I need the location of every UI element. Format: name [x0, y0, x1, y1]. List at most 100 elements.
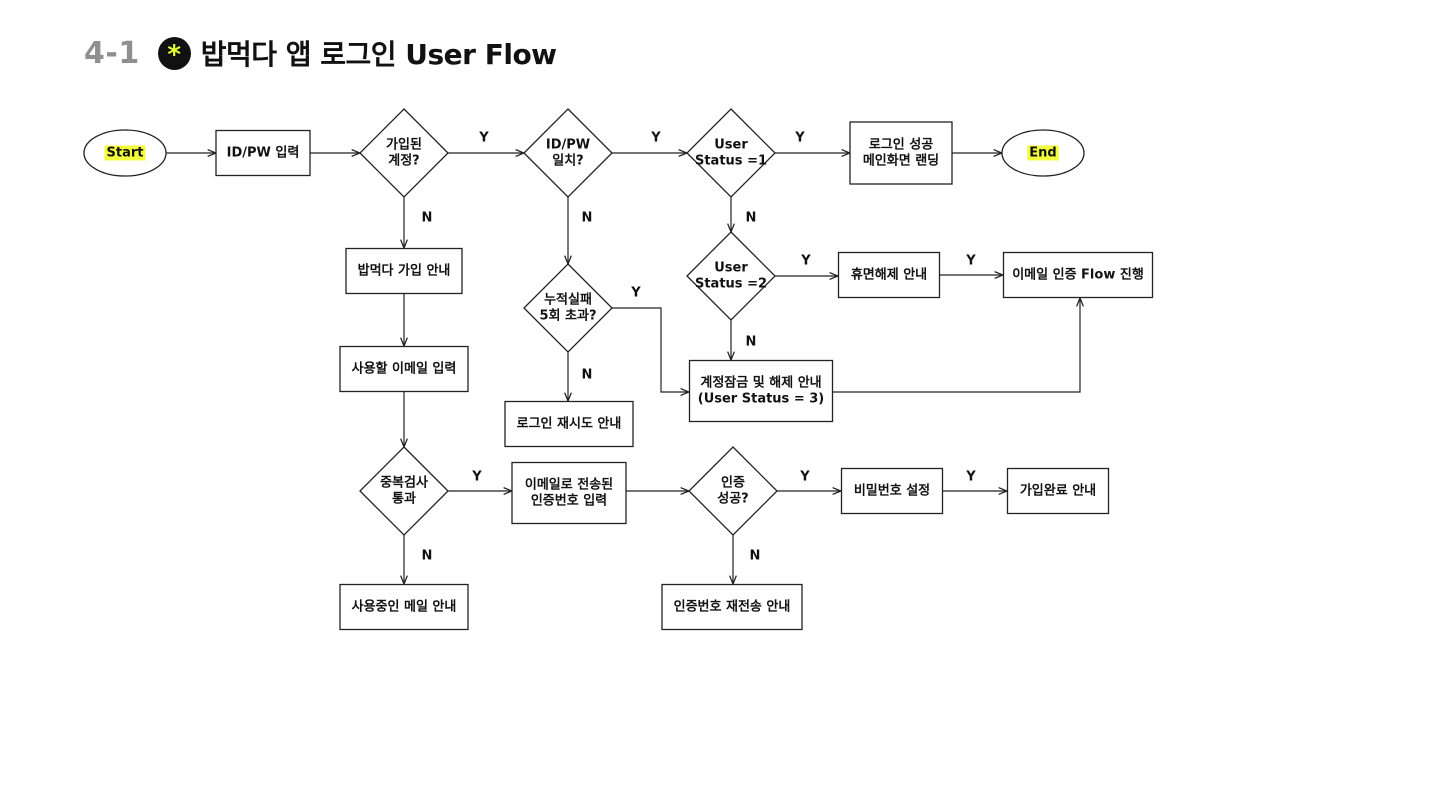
node-label-status2-q-0: User	[714, 261, 748, 276]
edge-lock-guide-to-email-verify-flow	[833, 298, 1080, 393]
node-label-registered-q-1: 계정?	[388, 153, 419, 169]
status1-q-decision	[686, 108, 776, 198]
node-label-fail5-q-0: 누적실패	[544, 292, 592, 308]
node-password-set: 비밀번호 설정	[840, 467, 944, 515]
node-lock-guide: 계정잠금 및 해제 안내(User Status = 3)	[688, 359, 834, 423]
node-label-verify-q-1: 성공?	[717, 492, 748, 507]
node-label-login-success-0: 로그인 성공	[869, 137, 933, 153]
edge-label-idpw-match-q-to-status1-q: Y	[650, 131, 661, 146]
edge-label-status1-q-to-status2-q: N	[746, 211, 757, 226]
password-set-box	[840, 467, 944, 515]
dup-check-q-decision	[359, 446, 449, 536]
edge-label-fail5-q-to-lock-guide: Y	[630, 286, 641, 301]
node-start: Start	[83, 129, 167, 177]
node-email-input: 사용할 이메일 입력	[339, 345, 469, 393]
email-verify-flow-box	[1002, 251, 1154, 299]
signup-done-box	[1006, 467, 1110, 515]
node-end: End	[1001, 129, 1085, 177]
node-label-start-0: Start	[107, 146, 144, 161]
edge-label-registered-q-to-idpw-match-q: Y	[478, 131, 489, 146]
edge-label-status2-q-to-dormant-release: Y	[800, 254, 811, 269]
login-success-box	[849, 121, 953, 185]
node-label-idpw-input-0: ID/PW 입력	[227, 146, 300, 161]
edges-layer	[166, 153, 1080, 584]
node-label-idpw-match-q-1: 일치?	[552, 153, 583, 169]
node-label-dormant-release-0: 휴면해제 안내	[851, 267, 927, 283]
edge-label-status1-q-to-login-success: Y	[794, 131, 805, 146]
node-label-retry-guide-0: 로그인 재시도 안내	[517, 416, 622, 432]
edge-labels-layer: Y Y Y N N N Y Y N Y N Y Y Y N N	[422, 131, 977, 564]
email-in-use-box	[339, 583, 469, 631]
signup-guide-box	[345, 247, 463, 295]
lock-guide-box	[688, 359, 834, 423]
status2-q-decision	[686, 231, 776, 321]
node-label-fail5-q-1: 5회 초과?	[540, 308, 597, 324]
edge-label-registered-q-to-signup-guide: N	[422, 211, 433, 226]
email-input-box	[339, 345, 469, 393]
node-label-status1-q-1: Status =1	[695, 154, 767, 169]
node-label-email-input-0: 사용할 이메일 입력	[352, 361, 457, 377]
code-resend-box	[661, 583, 803, 631]
edge-label-dup-check-q-to-email-in-use: N	[422, 549, 433, 564]
node-retry-guide: 로그인 재시도 안내	[504, 400, 634, 448]
node-label-status2-q-1: Status =2	[695, 277, 767, 292]
node-dormant-release: 휴면해제 안내	[837, 251, 941, 299]
registered-q-decision	[359, 108, 449, 198]
edge-label-status2-q-to-lock-guide: N	[746, 335, 757, 350]
node-label-signup-guide-0: 밥먹다 가입 안내	[358, 263, 451, 279]
dormant-release-box	[837, 251, 941, 299]
edge-label-verify-q-to-password-set: Y	[799, 470, 810, 485]
retry-guide-box	[504, 400, 634, 448]
idpw-match-q-decision	[523, 108, 613, 198]
text-highlight	[1027, 145, 1059, 161]
verify-q-decision	[688, 446, 778, 536]
node-label-lock-guide-0: 계정잠금 및 해제 안내	[700, 375, 821, 391]
node-signup-guide: 밥먹다 가입 안내	[345, 247, 463, 295]
edge-label-fail5-q-to-retry-guide: N	[582, 368, 593, 383]
node-label-dup-check-q-0: 중복검사	[380, 475, 428, 491]
text-highlight	[104, 145, 146, 161]
edge-label-idpw-match-q-to-fail5-q: N	[582, 211, 593, 226]
node-label-password-set-0: 비밀번호 설정	[854, 483, 930, 499]
node-label-lock-guide-1: (User Status = 3)	[698, 392, 824, 407]
node-label-code-input-0: 이메일로 전송된	[525, 477, 613, 493]
node-label-login-success-1: 메인화면 랜딩	[863, 153, 939, 169]
edge-label-verify-q-to-code-resend: N	[750, 549, 761, 564]
idpw-input-box	[215, 129, 311, 177]
section-number: 4-1	[84, 35, 140, 71]
node-label-code-input-1: 인증번호 입력	[531, 493, 607, 509]
node-idpw-input: ID/PW 입력	[215, 129, 311, 177]
node-label-registered-q-0: 가입된	[386, 138, 422, 153]
node-label-idpw-match-q-0: ID/PW	[546, 138, 590, 153]
edge-label-dormant-release-to-email-verify-flow: Y	[965, 254, 976, 269]
fail5-q-decision	[523, 263, 613, 353]
node-label-verify-q-0: 인증	[721, 475, 745, 491]
header: 4-1 * 밥먹다 앱 로그인 User Flow	[84, 30, 557, 76]
edge-label-password-set-to-signup-done: Y	[965, 470, 976, 485]
node-label-code-resend-0: 인증번호 재전송 안내	[674, 599, 791, 615]
node-label-signup-done-0: 가입완료 안내	[1020, 483, 1096, 499]
edge-fail5-q-to-lock-guide	[612, 307, 689, 392]
node-label-end-0: End	[1029, 146, 1056, 161]
page-title: 밥먹다 앱 로그인 User Flow	[200, 38, 557, 71]
node-label-status1-q-0: User	[714, 138, 748, 153]
node-email-in-use: 사용중인 메일 안내	[339, 583, 469, 631]
asterisk-icon: *	[157, 36, 191, 70]
node-label-email-in-use-0: 사용중인 메일 안내	[352, 599, 457, 615]
node-label-email-verify-flow-0: 이메일 인증 Flow 진행	[1012, 267, 1144, 283]
node-label-dup-check-q-1: 통과	[392, 492, 416, 507]
node-email-verify-flow: 이메일 인증 Flow 진행	[1002, 251, 1154, 299]
code-input-box	[511, 461, 627, 525]
edge-label-dup-check-q-to-code-input: Y	[471, 470, 482, 485]
